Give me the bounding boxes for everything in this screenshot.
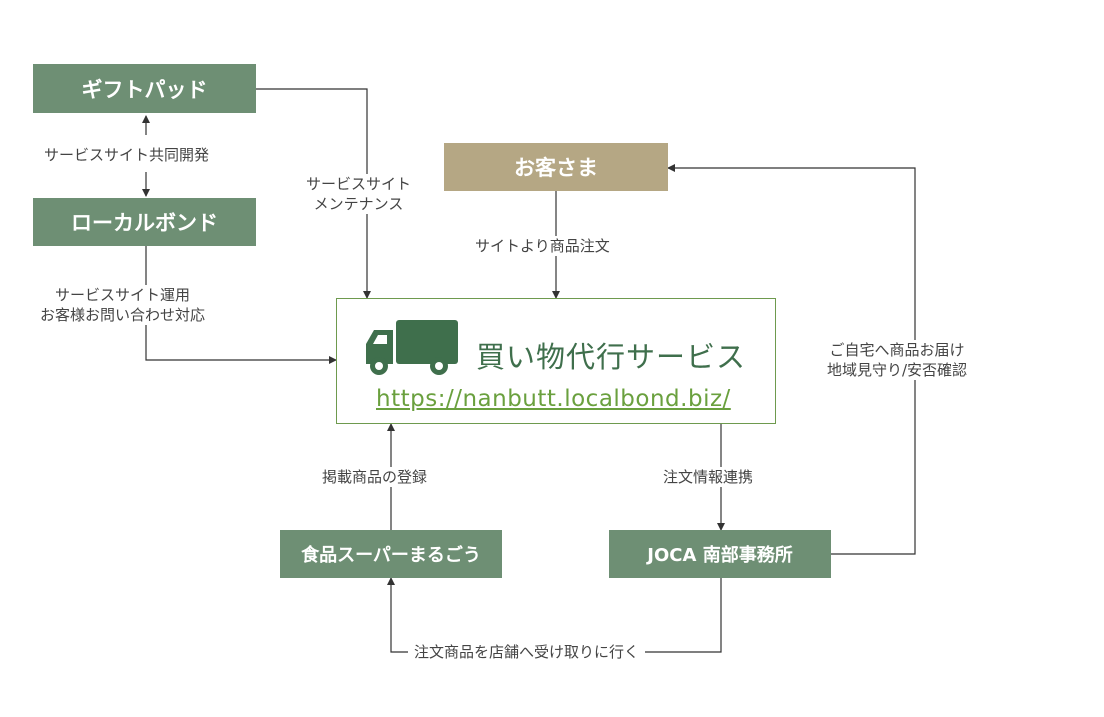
node-customer: お客さま	[444, 143, 668, 191]
maintenance-arrow	[256, 88, 371, 299]
label-link: 注文情報連携	[663, 467, 754, 487]
service-title: 買い物代行サービス	[476, 340, 747, 374]
label-operation: サービスサイト運用 お客様お問い合わせ対応	[40, 285, 206, 325]
node-supermarket: 食品スーパーまるごう	[280, 530, 502, 578]
pickup-arrow	[387, 577, 722, 653]
label-operation-line2: お客様お問い合わせ対応	[40, 306, 206, 324]
label-codev: サービスサイト共同開発	[44, 145, 210, 165]
node-localbond: ローカルボンド	[33, 198, 256, 246]
node-joca: JOCA 南部事務所	[609, 530, 831, 578]
label-maintenance-line2: メンテナンス	[313, 195, 404, 213]
label-register: 掲載商品の登録	[322, 467, 428, 487]
label-delivery-line2: 地域見守り/安否確認	[827, 361, 968, 379]
node-giftpad: ギフトパッド	[33, 64, 256, 113]
label-order: サイトより商品注文	[475, 236, 610, 256]
label-maintenance: サービスサイト メンテナンス	[306, 174, 412, 214]
service-url-link[interactable]: https://nanbutt.localbond.biz/	[376, 386, 731, 412]
label-delivery: ご自宅へ商品お届け 地域見守り/安否確認	[827, 340, 968, 380]
label-pickup: 注文商品を店舗へ受け取りに行く	[408, 642, 646, 662]
label-maintenance-line1: サービスサイト	[306, 175, 412, 193]
label-operation-line1: サービスサイト運用	[55, 286, 191, 304]
truck-icon	[366, 320, 458, 375]
operation-arrow	[145, 246, 337, 364]
label-delivery-line1: ご自宅へ商品お届け	[829, 341, 965, 359]
